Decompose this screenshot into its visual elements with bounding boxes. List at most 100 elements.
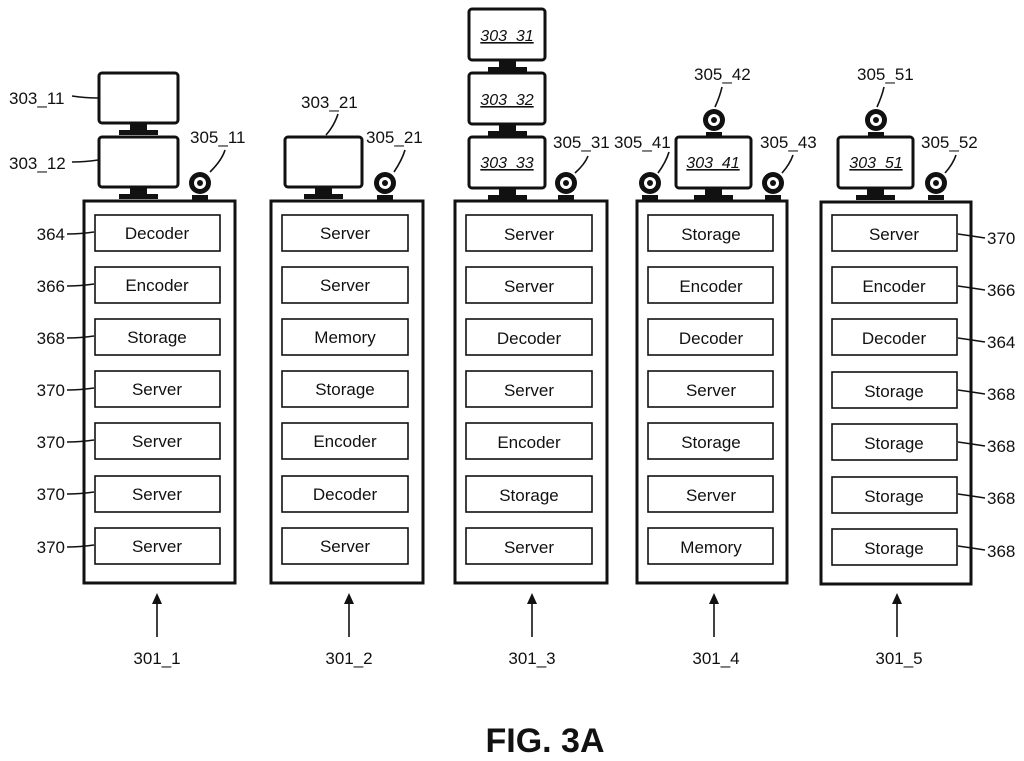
monitor-icon: 303_32 [469,73,545,136]
unit-label: Storage [864,434,924,453]
rack-unit: Server [466,371,592,407]
rack-unit: Memory [282,319,408,355]
rack-unit: Server [95,371,220,407]
unit-label: Decoder [862,329,927,348]
unit-ref: 368 [958,385,1015,404]
camera-icon [639,172,661,200]
rack-unit: Server [466,528,592,564]
unit-label: Server [132,380,182,399]
svg-text:368: 368 [987,385,1015,404]
unit-label: Server [504,538,554,557]
rack-unit: Storage [832,372,957,408]
camera-ref: 305_11 [190,128,245,147]
svg-text:364: 364 [37,225,65,244]
rack-unit: Encoder [648,267,773,303]
unit-ref: 370 [958,229,1015,248]
rack-unit: Server [832,215,957,251]
unit-label: Storage [864,382,924,401]
rack-301-4: Storage Encoder Decoder Server Storage S… [614,65,817,668]
unit-label: Server [320,276,370,295]
unit-label: Server [686,486,736,505]
monitor-icon [99,73,178,135]
rack-id: 301_2 [325,649,372,668]
rack-unit: Encoder [282,423,408,459]
camera-ref: 305_52 [921,133,978,152]
unit-label: Encoder [313,432,377,451]
rack-id: 301_5 [875,649,922,668]
monitor-ref: 303_11 [9,89,64,108]
camera-ref: 305_41 [614,133,671,152]
unit-label: Decoder [497,329,562,348]
rack-301-1: Decoder Encoder Storage Server Server Se… [9,73,245,668]
rack-unit: Decoder [832,319,957,355]
svg-text:368: 368 [987,489,1015,508]
rack-unit: Server [466,215,592,251]
unit-label: Server [504,225,554,244]
camera-icon [555,172,577,200]
rack-unit: Server [282,528,408,564]
rack-unit: Storage [648,423,773,459]
rack-unit: Decoder [648,319,773,355]
camera-icon [189,172,211,200]
unit-label: Decoder [679,329,744,348]
unit-ref: 364 [958,333,1015,352]
figure-label: FIG. 3A [485,722,604,760]
unit-label: Server [504,381,554,400]
unit-label: Encoder [679,277,743,296]
unit-label: Storage [864,539,924,558]
unit-label: Encoder [125,276,189,295]
rack-unit: Encoder [466,423,592,459]
svg-text:370: 370 [37,538,65,557]
unit-ref: 368 [958,437,1015,456]
rack-unit: Server [95,423,220,459]
unit-label: Memory [680,538,742,557]
rack-301-2: Server Server Memory Storage Encoder Dec… [271,93,423,668]
rack-unit: Storage [832,424,957,460]
monitor-icon [285,137,362,199]
rack-unit: Server [95,476,220,512]
unit-label: Storage [499,486,559,505]
monitor-label: 303_32 [480,92,533,109]
unit-label: Storage [864,487,924,506]
camera-icon [374,172,396,200]
rack-unit: Server [648,371,773,407]
monitor-icon [99,137,178,199]
unit-ref: 366 [958,281,1015,300]
monitor-icon: 303_31 [469,9,545,72]
unit-label: Memory [314,328,376,347]
rack-unit: Storage [466,476,592,512]
svg-text:368: 368 [987,542,1015,561]
rack-unit: Storage [832,477,957,513]
camera-ref: 305_51 [857,65,914,84]
rack-unit: Server [95,528,220,564]
unit-label: Decoder [125,224,190,243]
svg-text:366: 366 [987,281,1015,300]
camera-ref: 305_21 [366,128,423,147]
unit-label: Server [686,381,736,400]
camera-icon [703,109,725,137]
monitor-ref: 303_21 [301,93,358,112]
camera-icon [865,109,887,137]
rack-unit: Storage [95,319,220,355]
unit-label: Encoder [862,277,926,296]
monitor-ref: 303_12 [9,154,66,173]
monitor-icon: 303_33 [469,137,545,200]
svg-text:370: 370 [987,229,1015,248]
rack-unit: Decoder [466,319,592,355]
svg-text:370: 370 [37,381,65,400]
rack-unit: Encoder [832,267,957,303]
unit-label: Storage [681,225,741,244]
rack-301-5: Server Encoder Decoder Storage Storage S… [821,65,1015,668]
monitor-label: 303_33 [480,155,533,172]
camera-icon [762,172,784,200]
rack-unit: Storage [832,529,957,565]
rack-301-3: Server Server Decoder Server Encoder Sto… [455,9,610,668]
unit-label: Storage [681,433,741,452]
unit-label: Decoder [313,485,378,504]
rack-unit: Server [282,215,408,251]
rack-id: 301_4 [692,649,739,668]
unit-label: Server [132,537,182,556]
unit-label: Server [132,485,182,504]
rack-unit: Storage [648,215,773,251]
